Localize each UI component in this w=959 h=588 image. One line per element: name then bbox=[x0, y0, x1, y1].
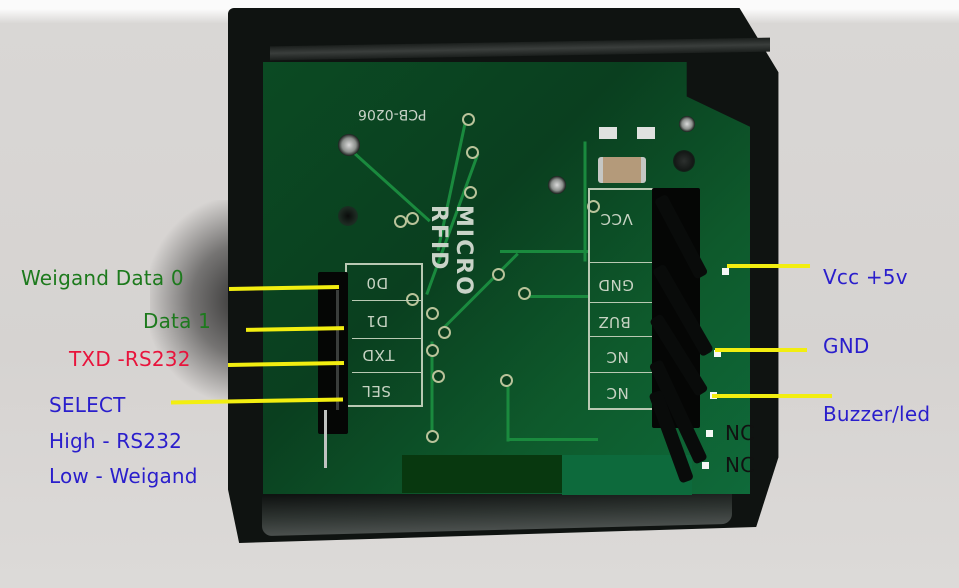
pcb-trace bbox=[520, 295, 590, 298]
header-pin bbox=[336, 290, 339, 410]
mounting-hole bbox=[548, 176, 566, 194]
pcb-trace bbox=[508, 438, 598, 441]
silk-label-vcc: VCC bbox=[600, 210, 633, 228]
pcb-via bbox=[466, 146, 479, 159]
pcb-via bbox=[492, 268, 505, 281]
silk-divider bbox=[352, 300, 423, 301]
pcb-part-number: PCB-0206 bbox=[358, 106, 427, 122]
silk-label-d1: D1 bbox=[366, 312, 389, 330]
smd-pad bbox=[637, 127, 655, 139]
silk-label-buz: BUZ bbox=[598, 313, 631, 331]
pcb-via bbox=[406, 212, 419, 225]
label-select-low: Low - Weigand bbox=[49, 464, 198, 488]
pcb-trace bbox=[583, 141, 587, 262]
leader-line-gnd bbox=[715, 348, 807, 352]
silk-divider bbox=[588, 262, 658, 263]
silk-label-d0: D0 bbox=[366, 274, 389, 292]
pcb-via bbox=[406, 293, 419, 306]
silk-divider bbox=[588, 372, 658, 373]
pcb-via bbox=[426, 344, 439, 357]
pcb-via bbox=[394, 215, 407, 228]
label-data-1: Data 1 bbox=[143, 309, 212, 333]
pcb-via bbox=[464, 186, 477, 199]
pin-tip-nc1 bbox=[706, 430, 713, 437]
leader-line-buz bbox=[712, 394, 832, 398]
label-gnd: GND bbox=[823, 334, 870, 358]
pcb-via bbox=[500, 374, 513, 387]
label-select-high: High - RS232 bbox=[49, 429, 183, 453]
pcb-trace bbox=[506, 381, 510, 442]
silk-label-sel: SEL bbox=[362, 382, 391, 400]
label-vcc-5v: Vcc +5v bbox=[823, 265, 908, 289]
smd-pad bbox=[599, 127, 617, 139]
pcb-via bbox=[438, 326, 451, 339]
pin-tip-gnd bbox=[714, 350, 721, 357]
pcb-via bbox=[462, 113, 475, 126]
mounting-hole bbox=[673, 150, 695, 172]
label-select: SELECT bbox=[49, 393, 126, 417]
right-header-silkscreen-box bbox=[588, 188, 660, 410]
pcb-via bbox=[426, 307, 439, 320]
pcb-via bbox=[432, 370, 445, 383]
silk-divider bbox=[352, 372, 423, 373]
label-buzzer-led: Buzzer/led bbox=[823, 402, 931, 426]
mounting-hole bbox=[338, 206, 358, 226]
header-pin bbox=[324, 410, 327, 468]
left-pin-header bbox=[318, 272, 348, 434]
silk-label-nc1: NC bbox=[606, 348, 629, 366]
label-nc-1: NC bbox=[725, 421, 755, 445]
mounting-hole bbox=[338, 134, 360, 156]
smd-capacitor bbox=[598, 157, 646, 183]
pcb-trace bbox=[500, 250, 590, 253]
label-nc-2: NC bbox=[725, 453, 755, 477]
silk-label-nc2: NC bbox=[606, 384, 629, 402]
silk-divider bbox=[588, 336, 658, 337]
silk-divider bbox=[352, 338, 423, 339]
pcb-light-region bbox=[562, 455, 692, 495]
pcb-dark-region bbox=[402, 455, 562, 493]
label-txd-rs232: TXD -RS232 bbox=[69, 347, 191, 371]
silk-label-gnd: GND bbox=[598, 276, 634, 294]
pcb-via bbox=[518, 287, 531, 300]
pcb-via bbox=[426, 430, 439, 443]
silk-label-txd: TXD bbox=[362, 346, 395, 364]
leader-line-vcc bbox=[727, 264, 810, 268]
pin-tip-vcc bbox=[722, 268, 729, 275]
pcb-brand-marking: MICRO RFID bbox=[426, 205, 476, 297]
pin-tip-nc2 bbox=[702, 462, 709, 469]
mounting-hole bbox=[679, 116, 695, 132]
silk-divider bbox=[588, 302, 658, 303]
label-weigand-data-0: Weigand Data 0 bbox=[21, 266, 184, 290]
